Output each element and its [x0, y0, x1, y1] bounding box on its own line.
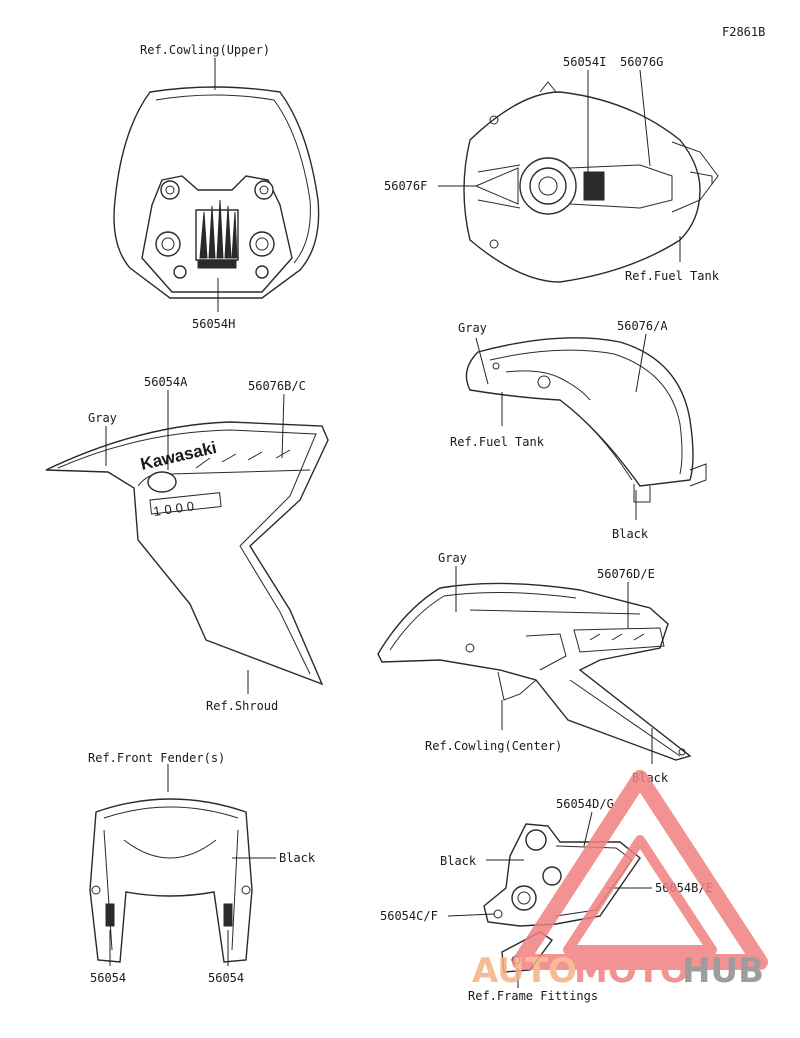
label-black-4: Black [440, 854, 477, 868]
label-56054cf: 56054C/F [380, 909, 438, 923]
watermark-moto: MOTO [574, 951, 689, 991]
watermark-logo: AUTO MOTO HUB [472, 770, 768, 991]
decal-model-mark: 1000 [152, 498, 199, 519]
label-fuel-tank-1: Ref.Fuel Tank [625, 269, 720, 283]
label-56076a: 56076/A [617, 319, 668, 333]
lead-56076g [639, 69, 651, 167]
label-56054dg: 56054D/G [556, 797, 614, 811]
lead-56076a [635, 333, 647, 393]
label-shroud: Ref.Shroud [206, 699, 278, 713]
label-56054-right: 56054 [208, 971, 244, 985]
center-cowling-drawing [377, 582, 692, 761]
lead-gray-1 [475, 337, 489, 385]
fuel-tank-top-drawing [463, 81, 719, 283]
label-56076bc: 56076B/C [248, 379, 306, 393]
label-front-fender: Ref.Front Fender(s) [88, 751, 225, 765]
label-56076f: 56076F [384, 179, 427, 193]
label-gray-2: Gray [88, 411, 117, 425]
label-black-1: Black [612, 527, 649, 541]
upper-cowling-drawing [113, 86, 320, 299]
watermark-hub: HUB [682, 951, 764, 991]
label-56054h: 56054H [192, 317, 235, 331]
label-56076de: 56076D/E [597, 567, 655, 581]
label-cowling-center: Ref.Cowling(Center) [425, 739, 562, 753]
label-cowling-upper: Ref.Cowling(Upper) [140, 43, 270, 57]
front-fender-drawing [89, 798, 253, 963]
label-fuel-tank-2: Ref.Fuel Tank [450, 435, 545, 449]
watermark-auto: AUTO [472, 951, 577, 991]
lead-56054cf [447, 913, 495, 917]
label-frame-fittings: Ref.Frame Fittings [468, 989, 598, 1003]
lead-56076bc [281, 393, 285, 459]
lead-56054dg [583, 811, 593, 847]
label-56054i: 56054I [563, 55, 606, 69]
label-56076g: 56076G [620, 55, 663, 69]
label-56054-left: 56054 [90, 971, 126, 985]
shroud-drawing [45, 421, 329, 686]
figure-id: F2861B [722, 25, 765, 39]
fuel-tank-side-drawing [465, 337, 707, 503]
label-56054a: 56054A [144, 375, 188, 389]
label-gray-3: Gray [438, 551, 467, 565]
label-gray-1: Gray [458, 321, 487, 335]
label-black-3: Black [279, 851, 316, 865]
